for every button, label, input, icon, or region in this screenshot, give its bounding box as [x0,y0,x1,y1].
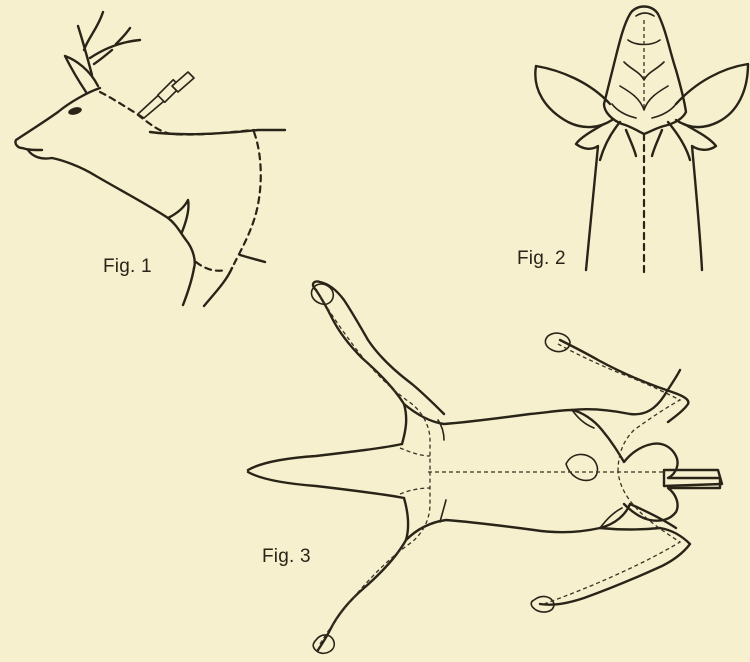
fig2-deer-front [535,7,748,273]
fig1-knife-icon [138,72,194,118]
fig2-throat [600,122,690,160]
fig3-rear-leg-top [560,340,688,422]
fig3-pouch [566,454,597,480]
fig1-label: Fig. 1 [103,256,152,278]
fig3-cut-line-chest [400,448,430,494]
fig1-eye [67,106,82,116]
fig1-jaw [28,150,195,268]
fig3-knee-marks [438,410,622,528]
fig2-ear-right [676,64,748,127]
fig1-face-outline [15,88,100,150]
fig3-neck-outline [248,444,404,498]
fig3-cut-line-front-bottom [320,472,430,644]
fig2-neck [576,124,716,270]
fig2-head-outline [604,7,686,135]
fig1-cut-line-neck [100,92,254,135]
fig3-body-top [316,290,572,444]
fig1-cut-line-shoulder [234,132,261,264]
fig3-carcass [248,281,722,653]
fig1-cut-line-leg [196,262,226,271]
fig2-ear-left [535,66,612,127]
fig3-cut-line-rear-bottom [544,472,680,604]
fig3-label: Fig. 3 [262,546,311,568]
fig3-front-leg-top [313,281,444,414]
fig3-haunch [572,410,720,521]
fig2-label: Fig. 2 [517,248,566,270]
fig3-body-bottom [318,498,630,650]
fig1-antler [78,12,140,75]
fig1-ear [65,56,98,92]
